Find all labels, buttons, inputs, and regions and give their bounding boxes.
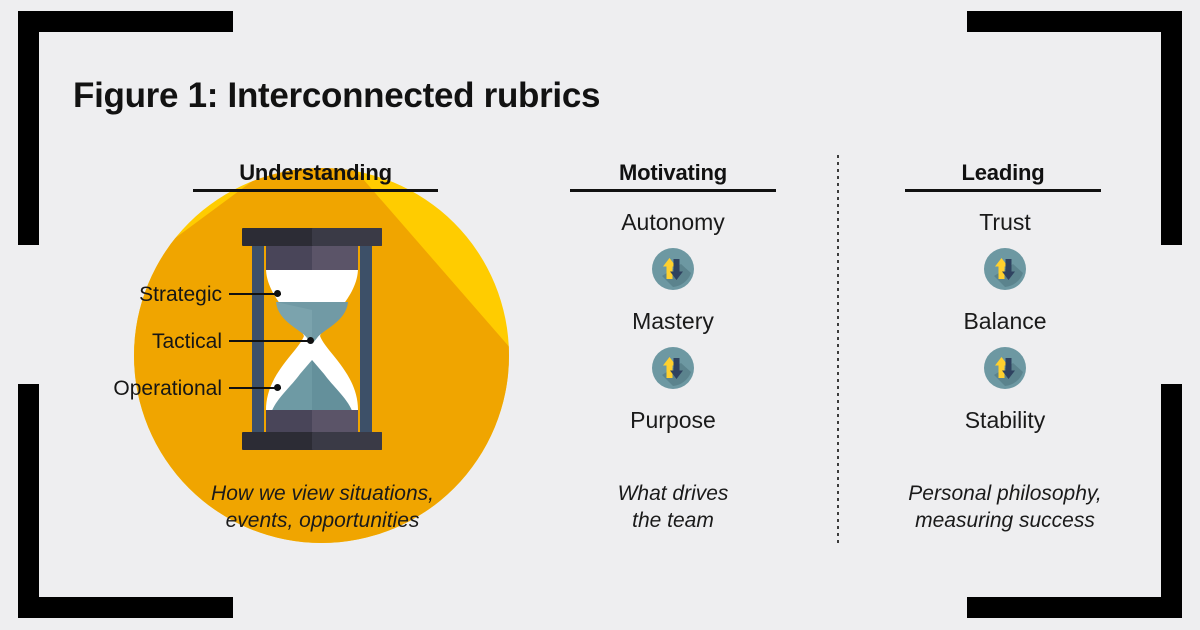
frame-bracket-top-right-vertical	[1161, 11, 1182, 245]
caption-understanding-line-2: events, opportunities	[225, 509, 420, 532]
page-title: Figure 1: Interconnected rubrics	[73, 76, 601, 115]
understanding-illustration	[134, 168, 509, 543]
hourglass-label-tactical-text: Tactical	[151, 330, 222, 353]
frame-bracket-top-left-vertical	[18, 11, 39, 245]
column-header-understanding: Understanding	[193, 160, 438, 192]
frame-bracket-bottom-right-vertical	[1161, 384, 1182, 618]
frame-bracket-bottom-left-vertical	[18, 384, 39, 618]
column-header-underline	[193, 189, 438, 192]
caption-understanding-line-1: How we view situations,	[211, 482, 434, 505]
leading-item-3: Stability	[964, 407, 1046, 433]
up-down-arrows-icon	[984, 347, 1026, 389]
hourglass-leader-line-tactical	[229, 340, 311, 342]
caption-understanding: How we view situations, events, opportun…	[140, 480, 505, 534]
hourglass-icon	[242, 228, 382, 450]
frame-bracket-bottom-left-horizontal	[18, 597, 233, 618]
column-header-underline	[570, 189, 776, 192]
caption-motivating-line-1: What drives	[617, 482, 729, 505]
hourglass-label-tactical: Tactical	[70, 330, 222, 354]
column-header-understanding-label: Understanding	[239, 160, 392, 185]
hourglass-leader-line-strategic	[229, 293, 281, 295]
hourglass-leader-dot-strategic	[274, 290, 281, 297]
hourglass-leader-dot-operational	[274, 384, 281, 391]
column-header-leading-label: Leading	[961, 160, 1045, 185]
motivating-stack: Autonomy Mastery Purpose	[560, 207, 786, 435]
up-down-arrows-icon	[652, 248, 694, 290]
hourglass-label-operational-text: Operational	[113, 377, 222, 400]
hourglass-leader-dot-tactical	[307, 337, 314, 344]
column-header-underline	[905, 189, 1101, 192]
hourglass-leader-line-operational	[229, 387, 281, 389]
hourglass-label-operational: Operational	[48, 377, 222, 401]
frame-bracket-top-right-horizontal	[967, 11, 1182, 32]
up-down-arrows-icon	[984, 248, 1026, 290]
motivating-item-1: Autonomy	[621, 209, 725, 235]
caption-leading-line-2: measuring success	[915, 509, 1095, 532]
caption-leading-line-1: Personal philosophy,	[908, 482, 1102, 505]
leading-item-1: Trust	[979, 209, 1031, 235]
leading-stack: Trust Balance Stability	[892, 207, 1118, 435]
column-header-motivating: Motivating	[570, 160, 776, 192]
caption-motivating: What drives the team	[560, 480, 786, 534]
hourglass-label-strategic-text: Strategic	[139, 283, 222, 306]
frame-bracket-top-left-horizontal	[18, 11, 233, 32]
frame-bracket-bottom-right-horizontal	[967, 597, 1182, 618]
caption-motivating-line-2: the team	[632, 509, 714, 532]
caption-leading: Personal philosophy, measuring success	[880, 480, 1130, 534]
column-header-leading: Leading	[905, 160, 1101, 192]
hourglass-label-strategic: Strategic	[70, 283, 222, 307]
up-down-arrows-icon	[652, 347, 694, 389]
motivating-item-2: Mastery	[632, 308, 714, 334]
column-header-motivating-label: Motivating	[619, 160, 727, 185]
motivating-item-3: Purpose	[630, 407, 716, 433]
column-divider-dotted	[837, 155, 839, 543]
leading-item-2: Balance	[963, 308, 1047, 334]
